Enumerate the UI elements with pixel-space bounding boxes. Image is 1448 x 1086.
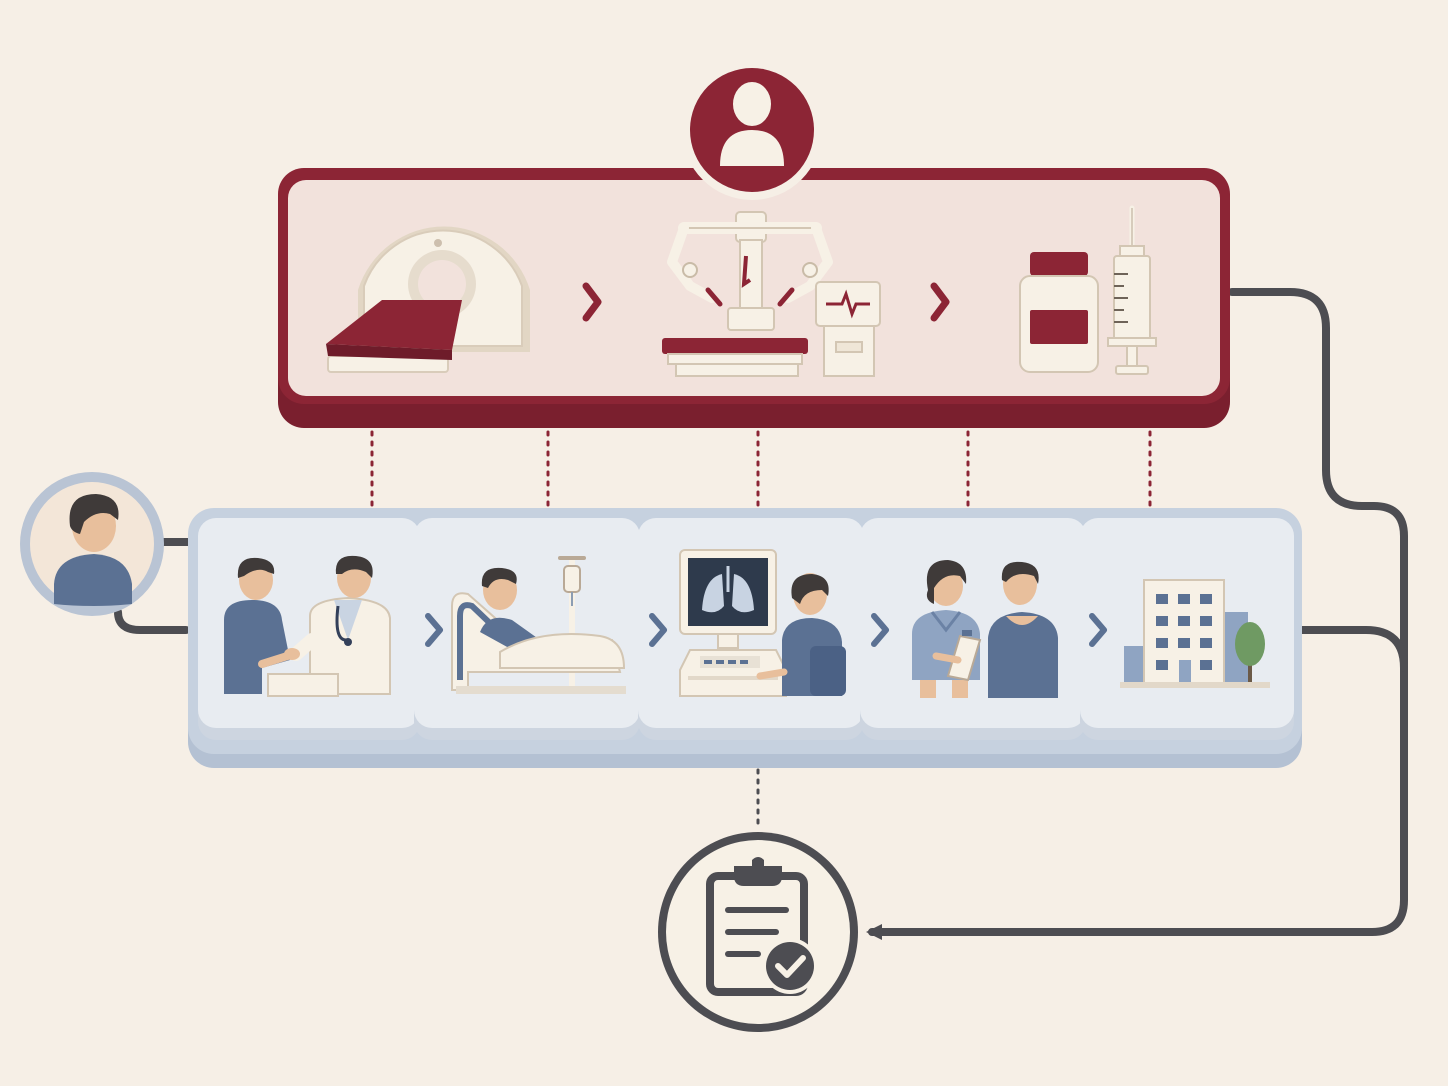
chevron-right-icon: [871, 613, 889, 647]
connector-clinical-to-outcome: [868, 288, 1408, 936]
connector-avatar-to-band-bottom: [114, 608, 190, 634]
header-person-badge: [682, 60, 822, 200]
connector-lines: [114, 288, 1408, 936]
chevron-right-icon: [582, 282, 602, 322]
patient-avatar: [20, 472, 164, 616]
connector-patient-to-outcome: [1298, 626, 1408, 672]
patient-avatar-icon: [54, 494, 132, 606]
lung-xray-monitor-icon: [679, 549, 846, 697]
connector-arrowhead: [866, 924, 882, 940]
dotted-links: [370, 430, 1152, 518]
step-card-hospital-stay: [414, 518, 640, 740]
hospital-bed-iv-icon: [451, 556, 626, 694]
clipboard-check-icon: [706, 857, 818, 996]
chevron-right-icon: [425, 613, 443, 647]
doctor-consultation-icon: [224, 555, 391, 697]
person-icon: [720, 82, 784, 166]
patient-chevrons: [425, 613, 1107, 647]
pill-bottle-syringe-icon: [1019, 205, 1157, 375]
chevron-right-icon: [649, 613, 667, 647]
outcome-badge: [658, 832, 858, 1032]
hospital-building-icon: [1120, 579, 1270, 688]
ct-scanner-icon: [326, 226, 530, 373]
surgical-robot-icon: [662, 211, 881, 377]
chevron-right-icon: [930, 282, 950, 322]
nurse-patient-icon: [912, 560, 1058, 698]
chevron-right-icon: [1089, 613, 1107, 647]
